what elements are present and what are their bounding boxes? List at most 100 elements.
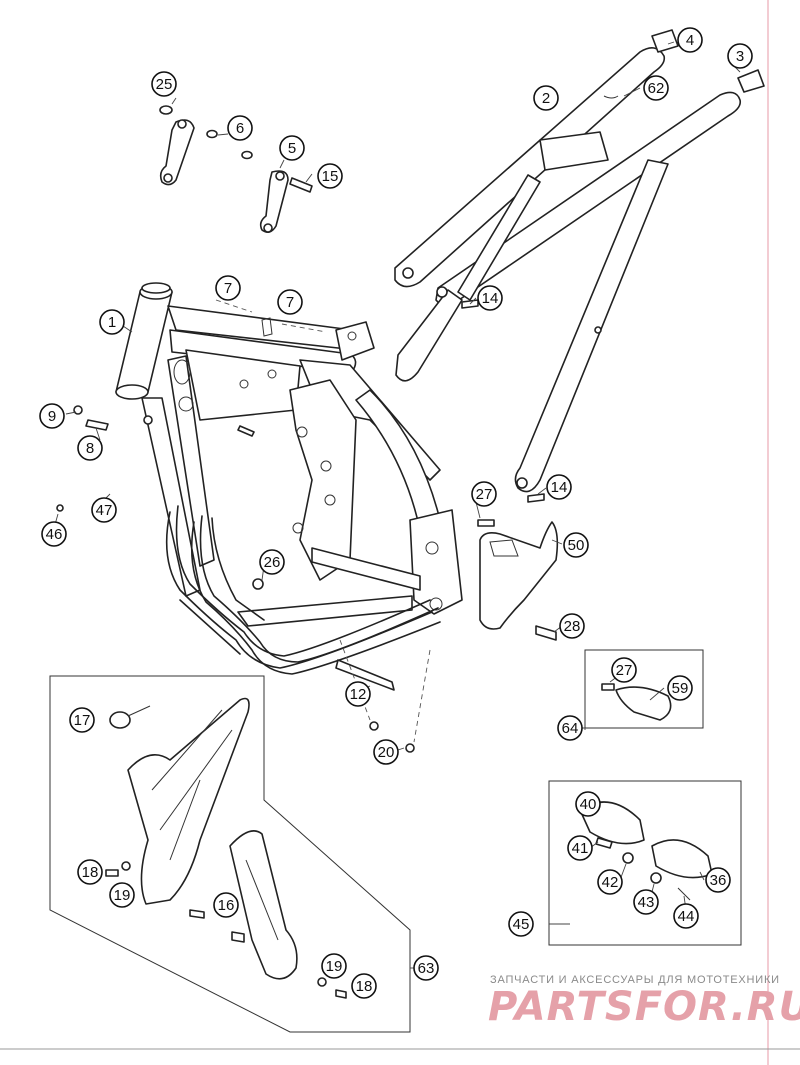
callout-number: 27 [476, 486, 493, 503]
callout-circle [413, 955, 439, 981]
callout-7[interactable]: 7 [277, 289, 303, 315]
callout-number: 1 [108, 314, 116, 331]
callout-circle [508, 911, 534, 937]
callout-number: 2 [542, 90, 550, 107]
callout-27[interactable]: 27 [471, 481, 497, 507]
callout-circle [69, 707, 95, 733]
engine-brackets [159, 105, 313, 234]
callout-number: 7 [224, 280, 232, 297]
callout-63[interactable]: 63 [413, 955, 439, 981]
callout-circle [563, 532, 589, 558]
callout-12[interactable]: 12 [345, 681, 371, 707]
callout-circle [259, 549, 285, 575]
callout-8[interactable]: 8 [77, 435, 103, 461]
callout-2[interactable]: 2 [533, 85, 559, 111]
callout-circle [279, 135, 305, 161]
callout-15[interactable]: 15 [317, 163, 343, 189]
callout-number: 62 [648, 80, 665, 97]
callout-6[interactable]: 6 [227, 115, 253, 141]
callout-26[interactable]: 26 [259, 549, 285, 575]
callout-14[interactable]: 14 [477, 285, 503, 311]
callout-28[interactable]: 28 [559, 613, 585, 639]
callout-circle [667, 675, 693, 701]
callout-circle [91, 497, 117, 523]
callout-19[interactable]: 19 [109, 882, 135, 908]
callout-number: 7 [286, 294, 294, 311]
callout-number: 18 [82, 864, 99, 881]
callout-circle [109, 882, 135, 908]
callout-47[interactable]: 47 [91, 497, 117, 523]
callout-circle [277, 289, 303, 315]
callout-16[interactable]: 16 [213, 892, 239, 918]
callout-18[interactable]: 18 [351, 973, 377, 999]
callout-number: 28 [564, 618, 581, 635]
callout-4[interactable]: 4 [677, 27, 703, 53]
callout-9[interactable]: 9 [39, 403, 65, 429]
callout-circle [575, 791, 601, 817]
callout-layer: 1234567789121414151617181819192025262727… [39, 27, 753, 999]
callout-59[interactable]: 59 [667, 675, 693, 701]
callout-17[interactable]: 17 [69, 707, 95, 733]
callout-25[interactable]: 25 [151, 71, 177, 97]
callout-43[interactable]: 43 [633, 889, 659, 915]
callout-19[interactable]: 19 [321, 953, 347, 979]
callout-46[interactable]: 46 [41, 521, 67, 547]
callout-circle [77, 435, 103, 461]
callout-number: 50 [568, 537, 585, 554]
callout-circle [41, 521, 67, 547]
callout-number: 18 [356, 978, 373, 995]
callout-circle [727, 43, 753, 69]
callout-number: 43 [638, 894, 655, 911]
callout-number: 6 [236, 120, 244, 137]
callout-circle [39, 403, 65, 429]
callout-20[interactable]: 20 [373, 739, 399, 765]
callout-number: 36 [710, 872, 727, 889]
callout-5[interactable]: 5 [279, 135, 305, 161]
callout-circle [673, 903, 699, 929]
callout-circle [705, 867, 731, 893]
callout-circle [471, 481, 497, 507]
callout-circle [559, 613, 585, 639]
end-cap-3 [737, 69, 765, 93]
callout-number: 25 [156, 76, 173, 93]
callout-3[interactable]: 3 [727, 43, 753, 69]
callout-number: 45 [513, 916, 530, 933]
callout-1[interactable]: 1 [99, 309, 125, 335]
callout-number: 4 [686, 32, 694, 49]
callout-circle [611, 657, 637, 683]
callout-number: 26 [264, 554, 281, 571]
callout-18[interactable]: 18 [77, 859, 103, 885]
callout-62[interactable]: 62 [643, 75, 669, 101]
callout-50[interactable]: 50 [563, 532, 589, 558]
callout-42[interactable]: 42 [597, 869, 623, 895]
callout-36[interactable]: 36 [705, 867, 731, 893]
callout-number: 41 [572, 840, 589, 857]
callout-40[interactable]: 40 [575, 791, 601, 817]
callout-number: 44 [678, 908, 695, 925]
subframe [394, 29, 765, 503]
callout-45[interactable]: 45 [508, 911, 534, 937]
callout-number: 59 [672, 680, 689, 697]
callout-number: 8 [86, 440, 94, 457]
callout-41[interactable]: 41 [567, 835, 593, 861]
callout-44[interactable]: 44 [673, 903, 699, 929]
callout-circle [151, 71, 177, 97]
callout-64[interactable]: 64 [557, 715, 583, 741]
callout-7[interactable]: 7 [215, 275, 241, 301]
callout-number: 47 [96, 502, 113, 519]
callout-circle [643, 75, 669, 101]
callout-circle [317, 163, 343, 189]
callout-circle [373, 739, 399, 765]
frame-guards [49, 675, 411, 1033]
callout-number: 20 [378, 744, 395, 761]
callout-circle [99, 309, 125, 335]
callout-circle [345, 681, 371, 707]
callout-14[interactable]: 14 [546, 474, 572, 500]
callout-27[interactable]: 27 [611, 657, 637, 683]
callout-number: 9 [48, 408, 56, 425]
callout-number: 12 [350, 686, 367, 703]
callout-circle [213, 892, 239, 918]
callout-number: 14 [551, 479, 568, 496]
callout-circle [557, 715, 583, 741]
